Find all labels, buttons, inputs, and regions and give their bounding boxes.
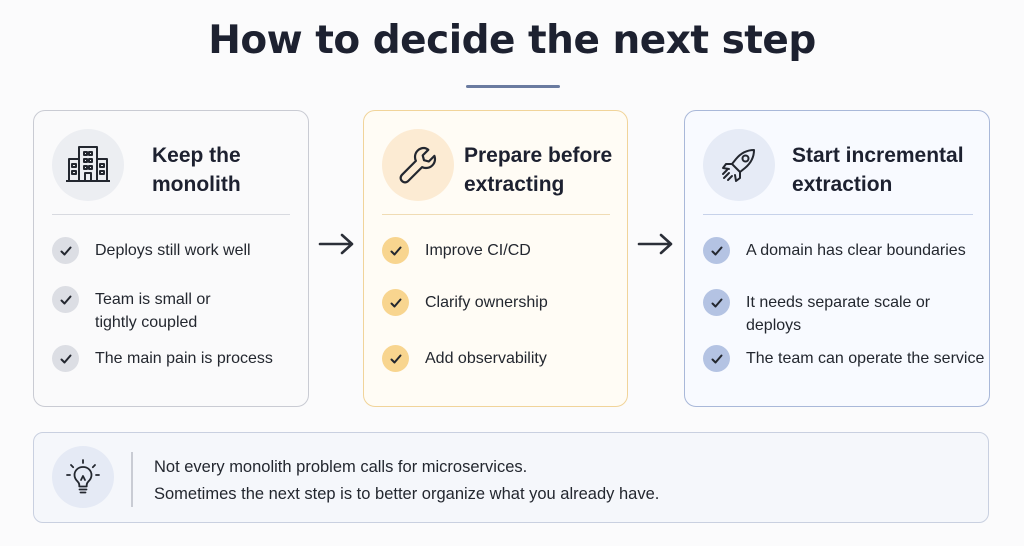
check-icon — [703, 237, 730, 264]
check-icon — [382, 237, 409, 264]
page-title: How to decide the next step — [208, 18, 816, 63]
list-item: Add observability — [382, 345, 547, 372]
list-item: Clarify ownership — [382, 289, 548, 316]
note-separator — [131, 452, 133, 507]
card-divider — [703, 214, 973, 215]
list-item: The team can operate the service — [703, 345, 984, 372]
arrow-right-icon — [637, 233, 673, 255]
list-item: Deploys still work well — [52, 237, 251, 264]
check-icon — [52, 286, 79, 313]
list-item: The main pain is process — [52, 345, 273, 372]
note-text: Not every monolith problem calls for mic… — [154, 458, 660, 503]
card-incremental-extraction: Start incremental extraction A domain ha… — [684, 110, 990, 407]
arrow-right-icon — [318, 233, 354, 255]
card-divider — [52, 214, 290, 215]
check-icon — [52, 345, 79, 372]
card-divider — [382, 214, 610, 215]
check-icon — [703, 345, 730, 372]
card-keep-monolith: Keep the monolith Deploys still work wel… — [33, 110, 309, 407]
card-title: Prepare before extracting — [464, 144, 613, 196]
title-underline — [466, 85, 560, 88]
check-icon — [382, 289, 409, 316]
building-icon — [52, 129, 124, 201]
wrench-icon — [382, 129, 454, 201]
check-icon — [703, 289, 730, 316]
tip-note: Not every monolith problem calls for mic… — [33, 432, 989, 523]
card-title: Start incremental extraction — [792, 144, 964, 196]
list-item: A domain has clear boundaries — [703, 237, 966, 264]
check-icon — [382, 345, 409, 372]
list-item: Improve CI/CD — [382, 237, 531, 264]
rocket-icon — [703, 129, 775, 201]
check-icon — [52, 237, 79, 264]
list-item: It needs separate scale or deploys — [703, 289, 989, 337]
card-prepare-extracting: Prepare before extracting Improve CI/CD … — [363, 110, 628, 407]
lightbulb-icon — [52, 446, 114, 508]
card-title: Keep the monolith — [152, 144, 241, 196]
